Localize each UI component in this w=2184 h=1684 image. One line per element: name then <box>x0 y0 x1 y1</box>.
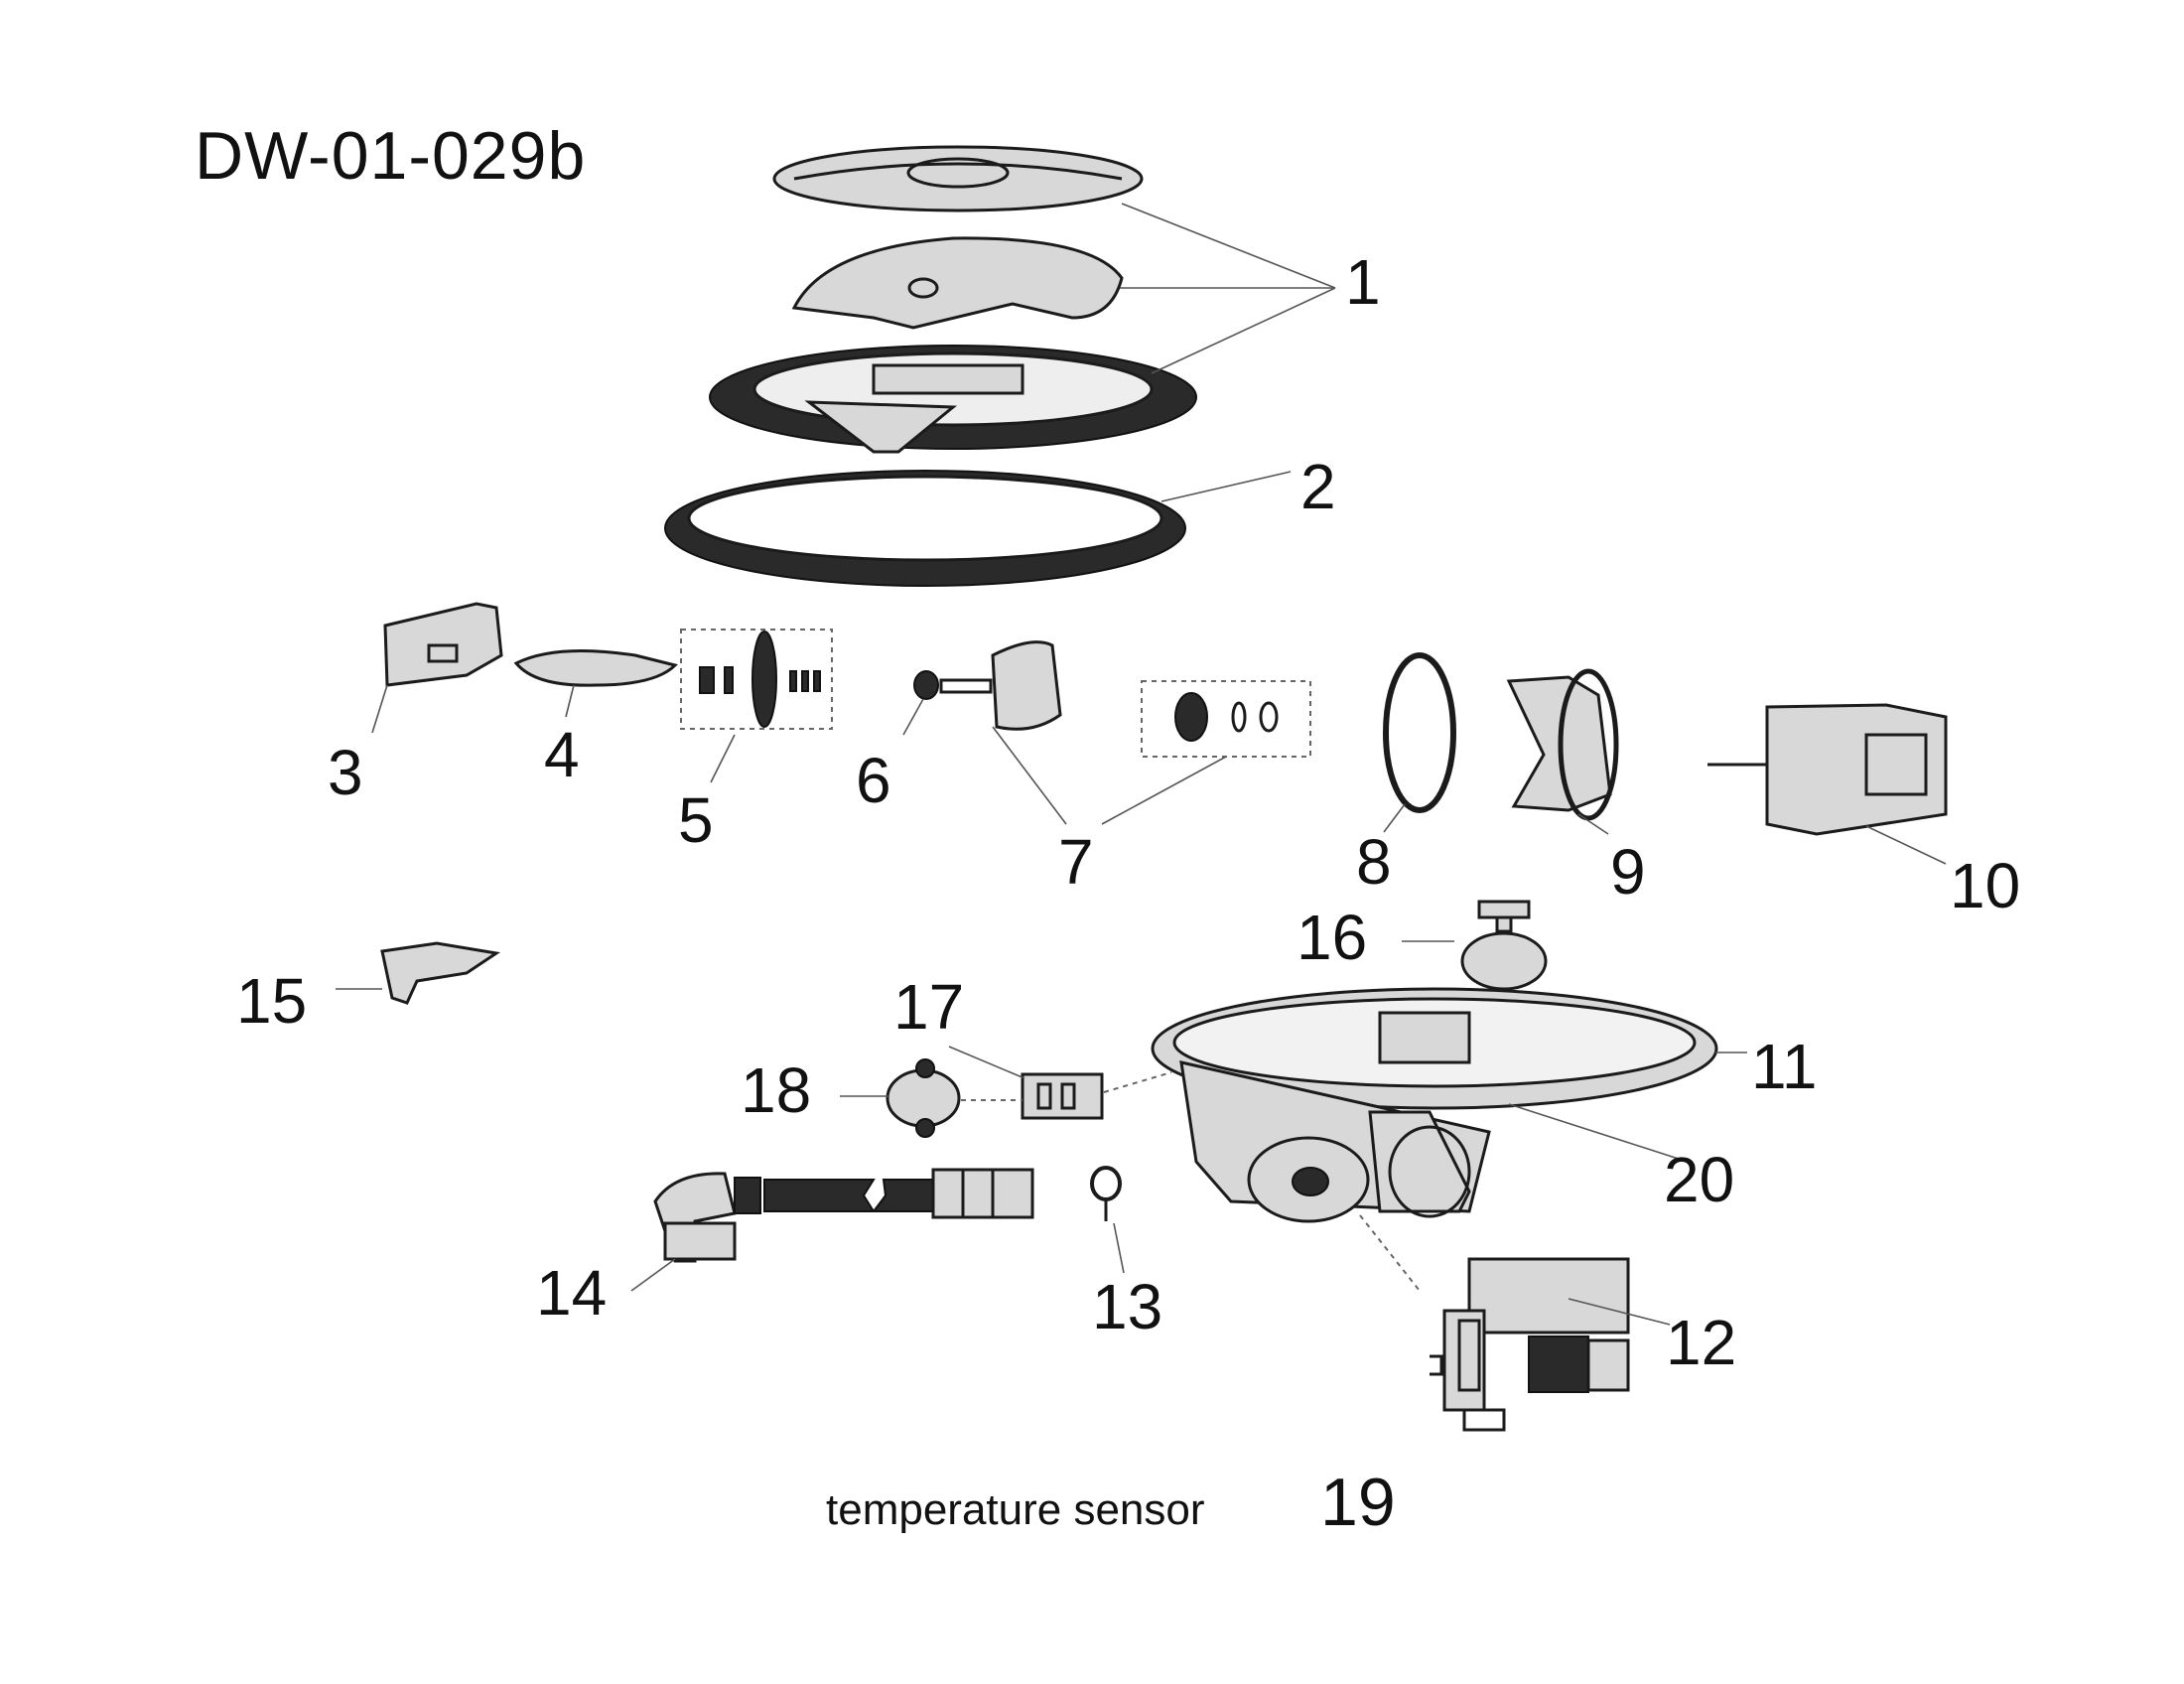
part-8-o-ring <box>1383 652 1456 813</box>
callout-15: 15 <box>236 965 307 1037</box>
footnote-number: 19 <box>1320 1465 1396 1540</box>
part-15-clip <box>380 941 500 1005</box>
part-7-diverter <box>939 640 1311 758</box>
callout-16: 16 <box>1297 902 1367 973</box>
part-17-connector <box>1021 1072 1104 1120</box>
callout-2: 2 <box>1300 451 1336 522</box>
callout-5: 5 <box>678 784 714 856</box>
part-10-motor <box>1707 703 1948 836</box>
callout-4: 4 <box>544 719 580 790</box>
part-3-clip <box>383 602 503 687</box>
callout-17: 17 <box>893 971 964 1043</box>
callout-1: 1 <box>1345 246 1381 318</box>
callout-11: 11 <box>1751 1031 1817 1102</box>
callout-14: 14 <box>536 1257 607 1329</box>
callout-18: 18 <box>741 1054 811 1126</box>
part-1-filter-disk <box>709 345 1197 454</box>
part-16-cap <box>1460 900 1548 991</box>
part-12-drain-pump <box>1430 1257 1630 1432</box>
part-14-drain-hose <box>653 1168 1034 1263</box>
callout-6: 6 <box>856 745 891 816</box>
part-4-linkage <box>513 649 678 687</box>
callout-numbers: 1 2 3 4 5 6 7 8 9 10 11 12 13 14 15 16 1… <box>236 246 2020 1378</box>
callout-13: 13 <box>1092 1271 1162 1342</box>
callout-7: 7 <box>1058 826 1094 898</box>
callout-9: 9 <box>1610 836 1646 908</box>
diagram-code: DW-01-029b <box>195 118 587 194</box>
part-9-adapter <box>1506 668 1619 821</box>
leader-lines <box>336 203 1947 1326</box>
footnote-text: temperature sensor <box>826 1485 1205 1534</box>
callout-12: 12 <box>1666 1307 1736 1378</box>
part-1-shield-plate <box>791 236 1124 330</box>
part-1-top-filter-cap <box>772 145 1144 212</box>
callout-3: 3 <box>328 737 363 808</box>
part-11-sump <box>1151 987 1718 1213</box>
part-20-pump-housing <box>1247 1110 1471 1223</box>
part-18-fitting <box>886 1058 961 1138</box>
callout-10: 10 <box>1950 850 2020 921</box>
part-2-filter-ring <box>664 470 1186 587</box>
callout-20: 20 <box>1664 1144 1734 1215</box>
part-13-hose-clamp <box>1090 1166 1122 1221</box>
part-5-valve-kit <box>680 629 833 730</box>
callout-8: 8 <box>1356 826 1392 898</box>
part-6-knob <box>913 670 939 700</box>
